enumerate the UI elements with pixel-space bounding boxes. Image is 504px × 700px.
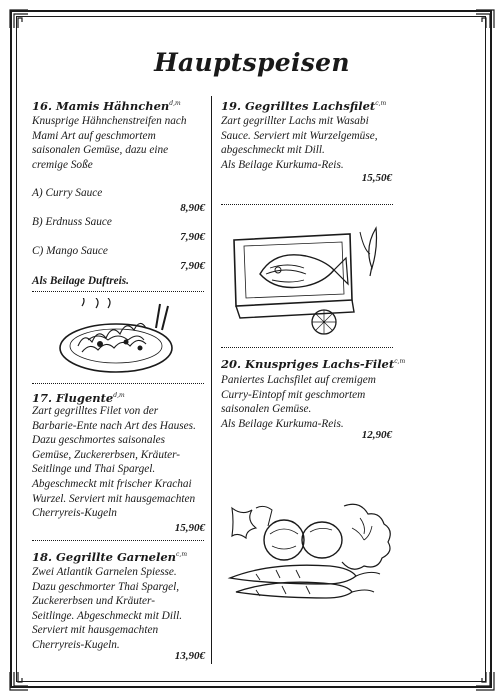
outer-frame [10, 10, 492, 688]
dotted-separator [32, 383, 204, 384]
corner-ornament-icon [476, 9, 495, 28]
dotted-separator [32, 291, 204, 292]
corner-ornament-icon [9, 9, 28, 28]
dotted-separator [32, 540, 204, 541]
item-17-description: Zart gegrilltes Filet von der Barbarie-E… [32, 405, 196, 520]
item-16-side: Als Beilage Duftreis. [32, 275, 129, 287]
item-19-description: Zart gegrillter Lachs mit Wasabi Sauce. … [221, 115, 378, 171]
item-17-title: 17. Flugented,m [32, 391, 125, 405]
option-c-price: 7,90€ [180, 260, 205, 272]
noodle-plate-illustration [59, 298, 173, 373]
item-20-description: Paniertes Lachsfilet auf cremigem Curry-… [221, 374, 376, 430]
option-c-label: C) Mango Sauce [32, 245, 108, 257]
grilled-fish-illustration [233, 226, 378, 335]
option-a-price: 8,90€ [180, 202, 205, 214]
option-b-price: 7,90€ [180, 231, 205, 243]
item-17-price: 15,90€ [174, 522, 205, 534]
item-18-title: 18. Gegrillte Garnelenc,m [32, 550, 188, 564]
corner-ornament-icon [9, 672, 28, 691]
item-20-title: 20. Knuspriges Lachs-Filetc,m [221, 357, 406, 371]
option-b-label: B) Erdnuss Sauce [32, 216, 112, 228]
item-19-title: 19. Gegrilltes Lachsfiletc,m [221, 99, 387, 113]
vegetables-illustration [227, 503, 391, 599]
page-title: Hauptspeisen [154, 48, 350, 77]
corner-ornament-icon [476, 672, 495, 691]
item-16-title: 16. Mamis Hähnchend,m [32, 99, 181, 113]
item-20-price: 12,90€ [361, 429, 392, 441]
dotted-separator [221, 204, 393, 205]
column-divider [211, 96, 212, 664]
item-18-price: 13,90€ [174, 650, 205, 662]
dotted-separator [221, 347, 393, 348]
option-a-label: A) Curry Sauce [32, 187, 103, 199]
item-18-description: Zwei Atlantik Garnelen Spiesse. Dazu ges… [32, 566, 183, 651]
item-16-description: Knusprige Hähnchenstreifen nach Mami Art… [32, 115, 187, 171]
inner-frame [16, 16, 486, 682]
item-19-price: 15,50€ [361, 172, 392, 184]
